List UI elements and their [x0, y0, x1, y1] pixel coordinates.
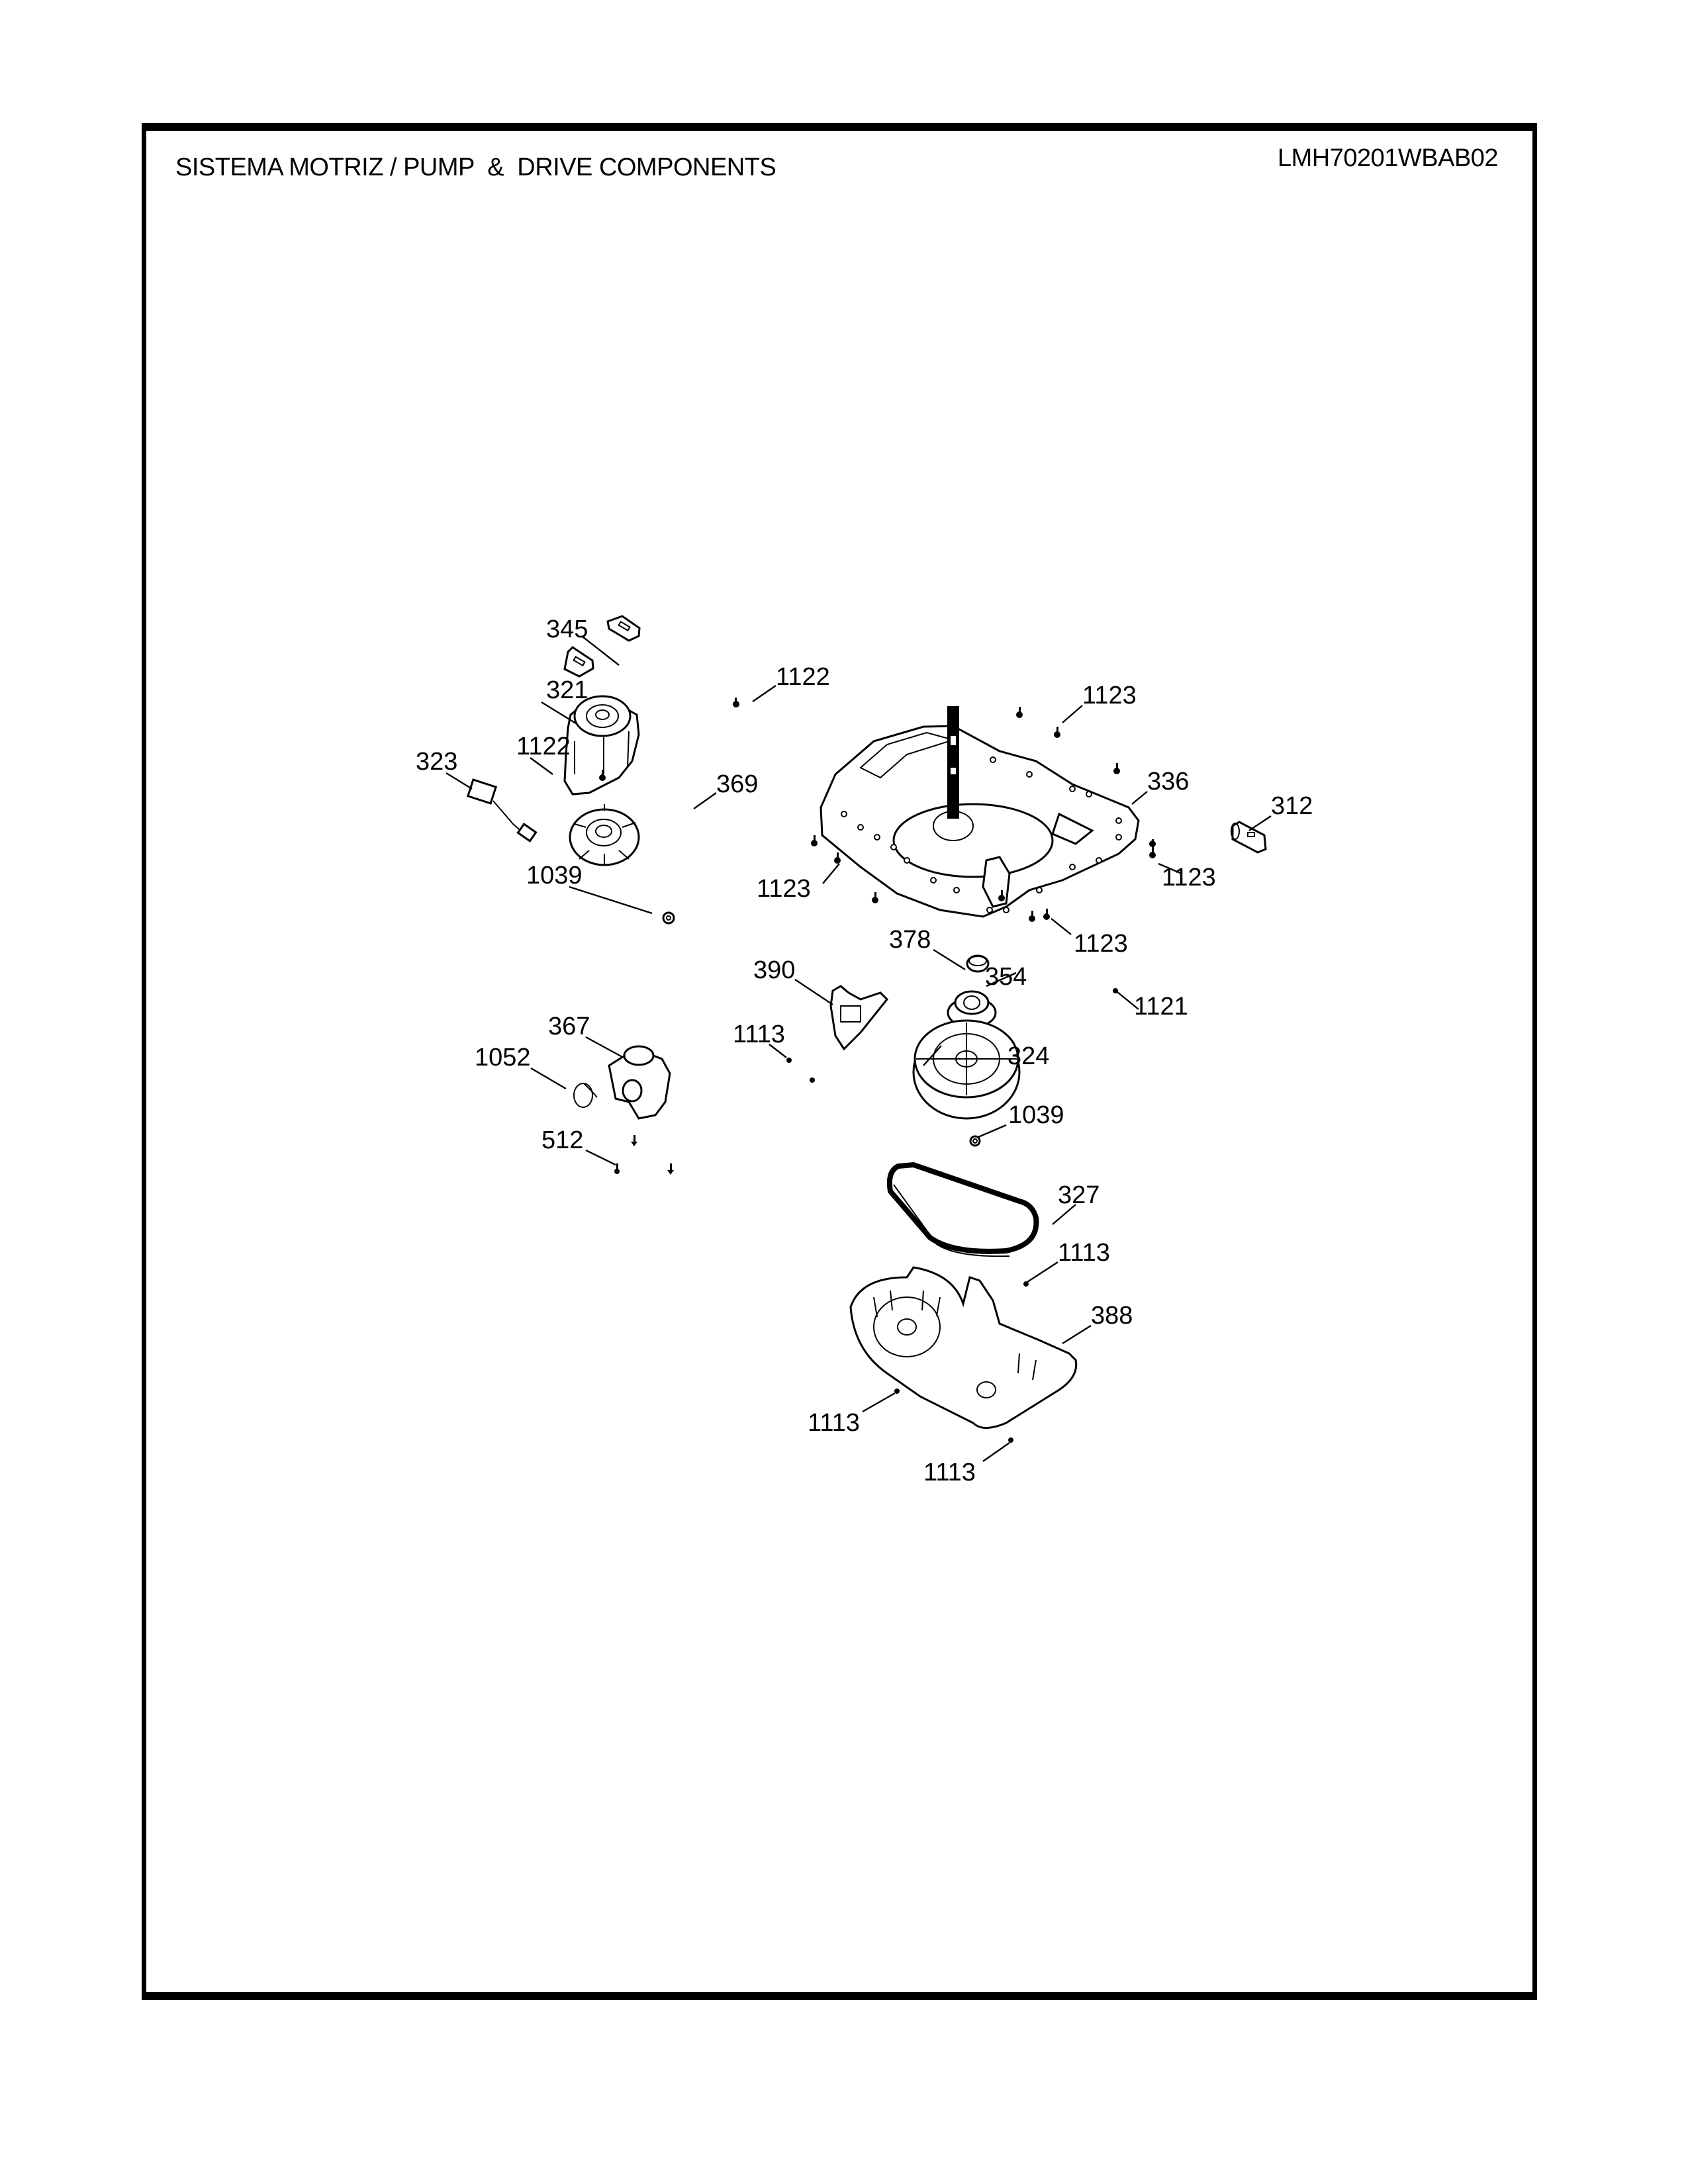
callout-1121: 1121	[1134, 993, 1188, 1021]
callout-1113: 1113	[923, 1459, 976, 1486]
callout-321: 321	[546, 676, 588, 704]
screw[interactable]	[733, 698, 739, 707]
screw[interactable]	[1113, 988, 1118, 993]
coupling[interactable]	[966, 954, 990, 973]
callout-336: 336	[1147, 768, 1189, 796]
callout-1123: 1123	[757, 875, 811, 903]
callout-323: 323	[416, 748, 457, 776]
callout-1123: 1123	[1074, 930, 1128, 958]
screw[interactable]	[599, 770, 606, 781]
sensor[interactable]	[1231, 821, 1267, 854]
screw[interactable]	[614, 1163, 620, 1174]
belt-cover[interactable]	[849, 1266, 1078, 1429]
screw[interactable]	[631, 1135, 637, 1146]
callout-1113: 1113	[808, 1409, 860, 1437]
screw[interactable]	[1054, 727, 1060, 738]
callout-1122: 1122	[776, 663, 830, 691]
drain-pump[interactable]	[608, 1045, 671, 1120]
motor-pulley[interactable]	[569, 804, 640, 866]
callout-1122: 1122	[516, 733, 571, 760]
callout-327: 327	[1058, 1181, 1100, 1209]
callout-1052: 1052	[475, 1044, 531, 1071]
hose-clamp[interactable]	[573, 1083, 598, 1108]
callout-1113: 1113	[733, 1021, 785, 1048]
motor[interactable]	[563, 695, 640, 796]
screw[interactable]	[811, 835, 818, 846]
callout-369: 369	[716, 770, 758, 798]
callout-367: 367	[548, 1013, 590, 1040]
screw[interactable]	[1008, 1437, 1013, 1443]
screw[interactable]	[786, 1058, 792, 1063]
screw[interactable]	[1023, 1281, 1029, 1287]
callout-1123: 1123	[1082, 682, 1137, 709]
nut[interactable]	[969, 1135, 981, 1147]
model-number: LMH70201WBAB02	[1278, 144, 1499, 172]
callout-390: 390	[753, 956, 795, 984]
screw[interactable]	[834, 852, 841, 864]
base-plate-shaft[interactable]	[820, 706, 1140, 918]
screw[interactable]	[998, 890, 1005, 901]
callout-512: 512	[541, 1126, 583, 1154]
screw[interactable]	[1113, 763, 1120, 774]
callout-1039: 1039	[526, 862, 583, 889]
screw[interactable]	[1029, 911, 1035, 922]
diagram-title: SISTEMA MOTRIZ / PUMP & DRIVE COMPONENTS	[175, 154, 776, 181]
callout-378: 378	[889, 926, 931, 954]
bearing-gear[interactable]	[947, 990, 997, 1028]
callout-388: 388	[1091, 1302, 1133, 1330]
wire-harness[interactable]	[466, 778, 538, 842]
nut[interactable]	[662, 911, 675, 925]
callout-1123: 1123	[1162, 864, 1216, 891]
screw[interactable]	[1016, 707, 1023, 718]
drive-belt[interactable]	[886, 1161, 1039, 1257]
shifter[interactable]	[829, 985, 889, 1051]
screw[interactable]	[1149, 839, 1156, 858]
motor-mount-pad[interactable]	[606, 615, 641, 642]
callout-1039: 1039	[1008, 1101, 1064, 1129]
clutch-pulley[interactable]	[912, 1019, 1021, 1120]
leader-lines	[445, 636, 1272, 1462]
callout-1113: 1113	[1058, 1239, 1110, 1267]
screw[interactable]	[1043, 909, 1050, 920]
screw[interactable]	[894, 1388, 900, 1394]
page-border	[142, 123, 1537, 2000]
callout-324: 324	[1008, 1042, 1049, 1070]
callout-labels: 345 321 1122 1122 323 369 1039 1123 336 …	[416, 615, 1313, 1486]
screw[interactable]	[810, 1077, 815, 1083]
callout-354: 354	[985, 963, 1027, 991]
callout-312: 312	[1271, 792, 1313, 820]
screw[interactable]	[872, 892, 878, 903]
callout-345: 345	[546, 615, 588, 643]
motor-mount-pad[interactable]	[563, 646, 594, 678]
screw[interactable]	[667, 1163, 674, 1175]
